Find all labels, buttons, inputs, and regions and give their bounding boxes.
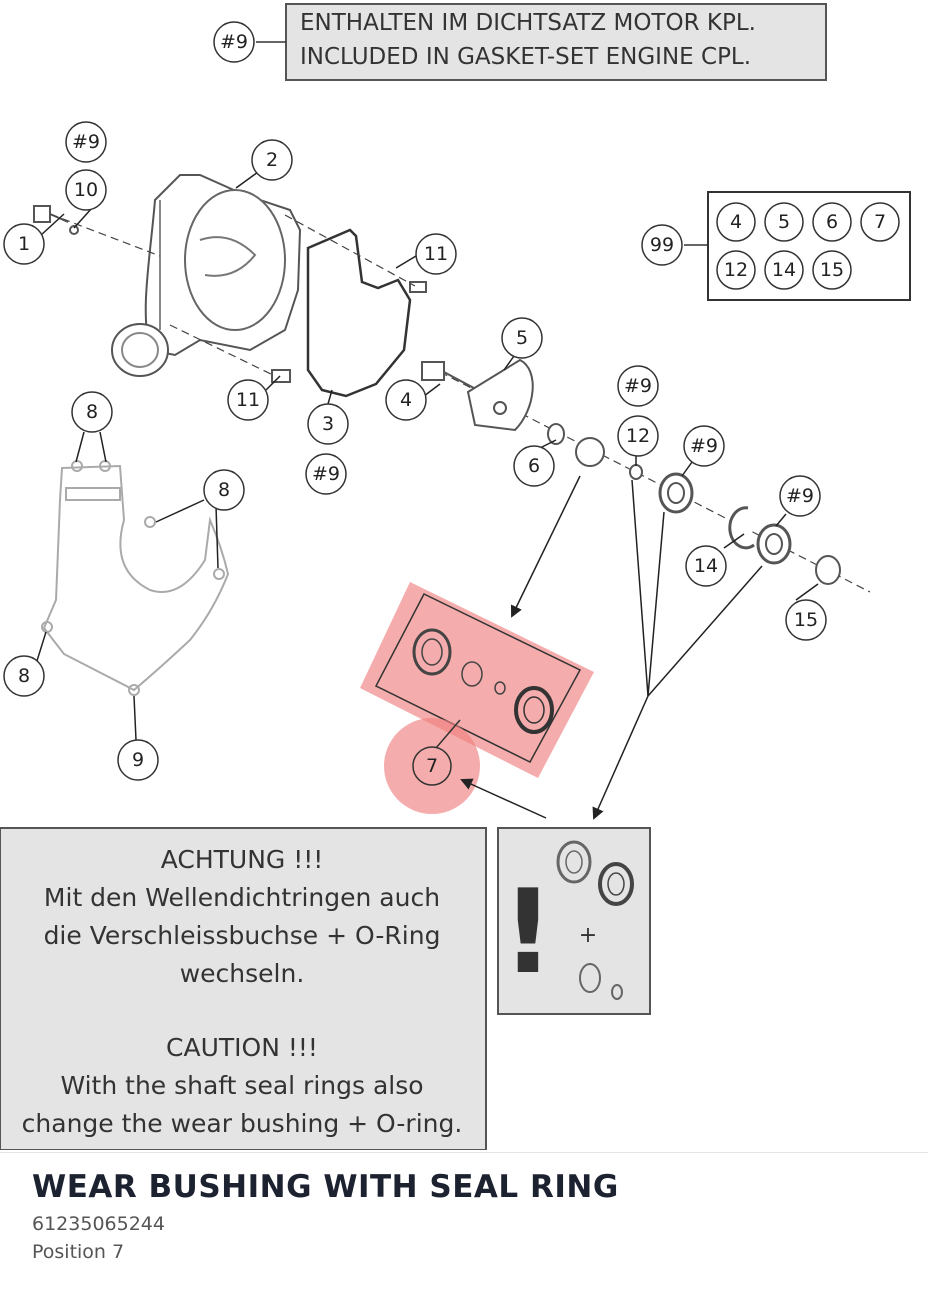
svg-text:9: 9 <box>132 749 144 771</box>
callout-9-seal-1: #9 <box>683 425 725 467</box>
kit-callout-12: 12 <box>716 250 756 290</box>
callout-12: 12 <box>617 415 659 457</box>
svg-text:#9: #9 <box>72 131 100 153</box>
callout-3: 3 <box>307 403 349 445</box>
caution-title-en: CAUTION !!! <box>166 1033 318 1062</box>
svg-text:10: 10 <box>74 179 98 201</box>
callout-8-left: 8 <box>3 655 45 697</box>
kit-callout-14: 14 <box>764 250 804 290</box>
caution-line-de-2: die Verschleissbuchse + O-Ring <box>44 921 441 950</box>
callout-9-gasket: #9 <box>305 453 347 495</box>
callout-9-cover: 9 <box>117 739 159 781</box>
gasket-set-note-de: ENTHALTEN IM DICHTSATZ MOTOR KPL. <box>300 10 756 36</box>
callout-8-right: 8 <box>203 469 245 511</box>
svg-text:8: 8 <box>18 665 30 687</box>
callouts: #9 10 1 2 11 11 99 4 5 6 7 12 14 15 5 4 … <box>3 121 900 786</box>
svg-text:#9: #9 <box>690 435 718 457</box>
diagram-arrows <box>460 475 649 820</box>
pump-housing-drawing <box>111 174 302 377</box>
kit-callout-5: 5 <box>764 202 804 242</box>
warning-plus: + <box>579 923 597 948</box>
svg-text:#9: #9 <box>786 485 814 507</box>
svg-text:7: 7 <box>426 755 438 777</box>
pump-gasket-drawing <box>306 228 412 398</box>
shaft-parts-drawing <box>421 358 841 585</box>
callout-10: 10 <box>65 169 107 211</box>
product-position: Position 7 <box>32 1241 125 1263</box>
svg-text:#9: #9 <box>624 375 652 397</box>
callout-14: 14 <box>685 545 727 587</box>
callout-8-top: 8 <box>71 391 113 433</box>
svg-text:99: 99 <box>650 234 674 256</box>
caution-box: ACHTUNG !!! Mit den Wellendichtringen au… <box>0 827 487 1150</box>
svg-text:7: 7 <box>874 211 886 233</box>
callout-99: 99 <box>641 224 683 266</box>
callout-5: 5 <box>501 317 543 359</box>
leader-lines <box>35 171 819 741</box>
caution-line-de-1: Mit den Wellendichtringen auch <box>44 883 440 912</box>
product-part-number: 61235065244 <box>32 1213 165 1235</box>
svg-text:12: 12 <box>626 425 650 447</box>
gasket-set-note-en: INCLUDED IN GASKET-SET ENGINE CPL. <box>300 44 751 70</box>
svg-text:4: 4 <box>400 389 412 411</box>
caution-line-en-2: change the wear bushing + O-ring. <box>22 1109 463 1138</box>
caution-title-de: ACHTUNG !!! <box>161 845 324 874</box>
warning-box: ! + <box>497 827 651 1015</box>
svg-text:4: 4 <box>730 211 742 233</box>
svg-text:8: 8 <box>86 401 98 423</box>
callout-2: 2 <box>251 139 293 181</box>
svg-text:12: 12 <box>724 259 748 281</box>
highlight-kit-7 <box>360 582 594 814</box>
svg-text:6: 6 <box>826 211 838 233</box>
svg-text:3: 3 <box>322 413 334 435</box>
kit-callout-4: 4 <box>716 202 756 242</box>
svg-text:5: 5 <box>516 327 528 349</box>
caution-line-de-3: wechseln. <box>180 959 305 988</box>
svg-text:6: 6 <box>528 455 540 477</box>
callout-11-b: 11 <box>227 379 269 421</box>
svg-text:8: 8 <box>218 479 230 501</box>
callout-9-seal-2: #9 <box>779 475 821 517</box>
kit-callout-7: 7 <box>860 202 900 242</box>
svg-text:1: 1 <box>18 233 30 255</box>
callout-15: 15 <box>785 599 827 641</box>
callout-4: 4 <box>385 379 427 421</box>
svg-text:11: 11 <box>236 389 260 411</box>
callout-gasket-set-ref: #9 <box>220 31 248 53</box>
kit-callout-15: 15 <box>812 250 852 290</box>
callout-9-oring: #9 <box>617 365 659 407</box>
callout-9-top: #9 <box>65 121 107 163</box>
product-info-panel: WEAR BUSHING WITH SEAL RING 61235065244 … <box>0 1152 928 1291</box>
callout-1: 1 <box>3 223 45 265</box>
svg-text:14: 14 <box>772 259 796 281</box>
callout-7: 7 <box>412 746 452 786</box>
svg-text:14: 14 <box>694 555 718 577</box>
product-title: WEAR BUSHING WITH SEAL RING <box>32 1169 619 1205</box>
callout-11-a: 11 <box>415 233 457 275</box>
svg-text:2: 2 <box>266 149 278 171</box>
caution-line-en-1: With the shaft seal rings also <box>60 1071 423 1100</box>
callout-6: 6 <box>513 445 555 487</box>
svg-text:11: 11 <box>424 243 448 265</box>
svg-text:5: 5 <box>778 211 790 233</box>
kit-callout-6: 6 <box>812 202 852 242</box>
parts-diagram: ENTHALTEN IM DICHTSATZ MOTOR KPL. INCLUD… <box>0 3 911 1150</box>
svg-text:#9: #9 <box>312 463 340 485</box>
gasket-set-note: ENTHALTEN IM DICHTSATZ MOTOR KPL. INCLUD… <box>213 3 827 81</box>
warning-exclamation-icon: ! <box>502 865 555 1000</box>
cover-gasket-drawing <box>41 460 230 696</box>
svg-text:15: 15 <box>820 259 844 281</box>
svg-text:15: 15 <box>794 609 818 631</box>
